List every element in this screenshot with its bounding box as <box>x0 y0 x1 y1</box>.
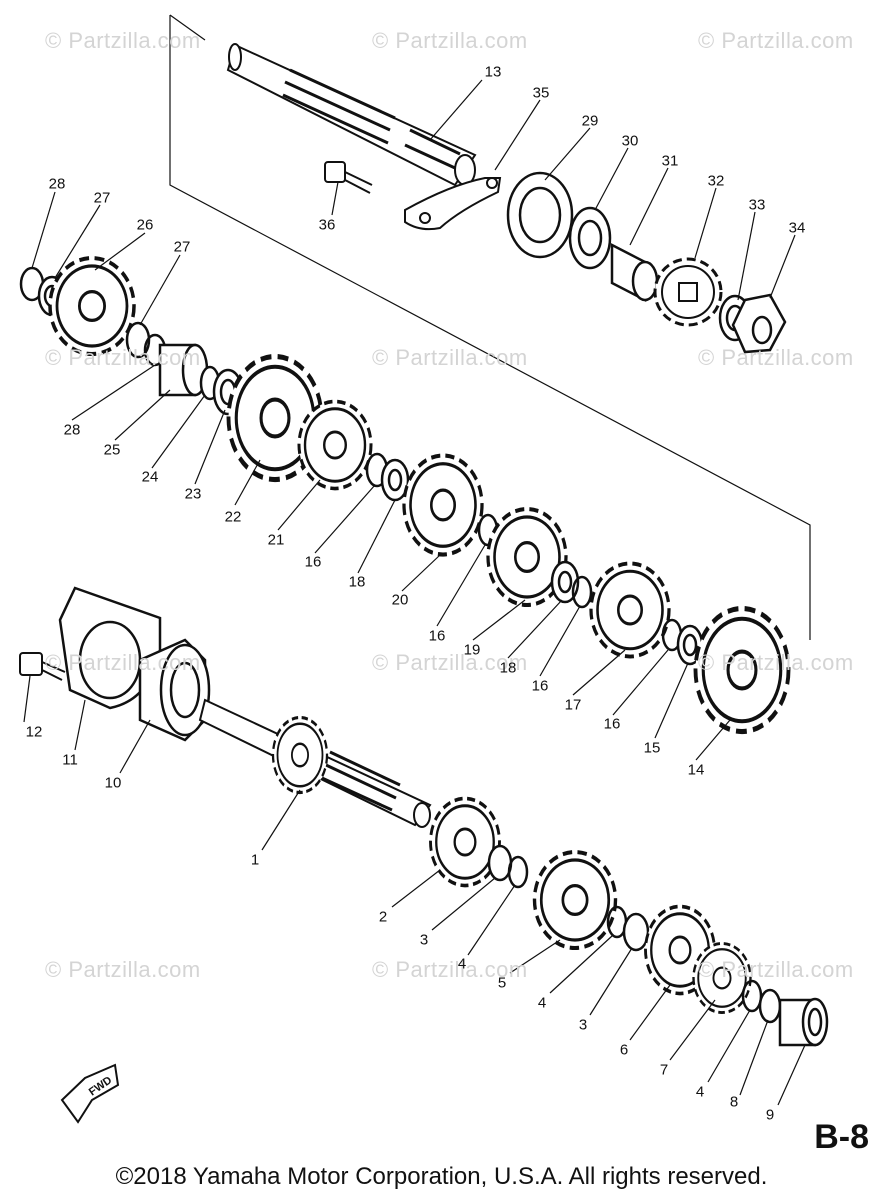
watermark: © Partzilla.com <box>698 28 854 53</box>
circlip-16-c <box>571 575 593 609</box>
watermark: © Partzilla.com <box>372 345 528 370</box>
callout-22: 22 <box>224 508 242 526</box>
gear-17 <box>589 561 671 659</box>
watermark: © Partzilla.com <box>372 650 528 675</box>
callout-12: 12 <box>25 723 43 741</box>
circlip-4-a <box>507 855 529 889</box>
forward-arrow-icon <box>60 1063 120 1124</box>
callout-31: 31 <box>661 152 679 170</box>
callout-16-b: 16 <box>428 627 446 645</box>
callout-9: 9 <box>765 1106 775 1124</box>
callout-30: 30 <box>621 132 639 150</box>
callout-28: 28 <box>63 421 81 439</box>
callout-11: 11 <box>62 751 78 769</box>
callout-4-b: 4 <box>537 994 547 1012</box>
needle-bearing-9 <box>778 997 829 1047</box>
watermark: © Partzilla.com <box>698 345 854 370</box>
callout-28-top: 28 <box>48 175 66 193</box>
callout-10: 10 <box>104 774 122 792</box>
callout-23: 23 <box>184 485 202 503</box>
watermark: © Partzilla.com <box>698 650 854 675</box>
callout-15: 15 <box>643 739 661 757</box>
callout-24: 24 <box>141 468 159 486</box>
watermark: © Partzilla.com <box>372 957 528 982</box>
watermark: © Partzilla.com <box>45 28 201 53</box>
callout-25: 25 <box>103 441 121 459</box>
bolt-36 <box>324 161 373 194</box>
callout-6: 6 <box>619 1041 629 1059</box>
washer-18-b <box>550 560 580 604</box>
callout-4-a: 4 <box>457 955 467 973</box>
watermark: © Partzilla.com <box>45 345 201 370</box>
gear-20 <box>404 456 482 555</box>
copyright-notice: ©2018 Yamaha Motor Corporation, U.S.A. A… <box>115 1163 768 1190</box>
callout-7: 7 <box>659 1061 669 1079</box>
callout-35: 35 <box>532 84 550 102</box>
callout-27: 27 <box>173 238 191 256</box>
callout-8: 8 <box>729 1093 739 1111</box>
callout-3-a: 3 <box>419 931 429 949</box>
leader-lines <box>23 79 806 1106</box>
gear-5 <box>535 852 616 948</box>
washer-3-b <box>622 912 650 952</box>
callout-26: 26 <box>136 216 154 234</box>
callout-17: 17 <box>564 696 582 714</box>
callout-33: 33 <box>748 196 766 214</box>
callout-13: 13 <box>484 63 502 81</box>
bolt-12 <box>19 652 66 681</box>
oil-seal-30 <box>568 206 612 270</box>
callout-1: 1 <box>250 851 260 869</box>
washer-3-a <box>487 844 513 882</box>
callout-14: 14 <box>687 761 705 779</box>
bearing-plate-11 <box>58 586 162 710</box>
gear-2 <box>428 796 502 888</box>
callout-4-c: 4 <box>695 1083 705 1101</box>
main-axle <box>226 43 477 187</box>
washer-8 <box>758 988 782 1024</box>
gear-1-integrated <box>271 715 329 795</box>
bracket-35 <box>404 177 502 231</box>
gear-21 <box>297 399 373 491</box>
page-reference: B-8 <box>814 1118 869 1156</box>
watermark: © Partzilla.com <box>45 957 201 982</box>
callout-29: 29 <box>581 112 599 130</box>
watermark: © Partzilla.com <box>372 28 528 53</box>
callout-21: 21 <box>267 531 285 549</box>
drive-sprocket-32 <box>653 257 723 327</box>
callout-27-top: 27 <box>93 189 111 207</box>
upper-group-frame <box>169 14 811 640</box>
callout-5: 5 <box>497 974 507 992</box>
callout-36: 36 <box>318 216 336 234</box>
callout-16-d: 16 <box>603 715 621 733</box>
gear-26 <box>50 258 134 354</box>
callout-16-a: 16 <box>304 553 322 571</box>
callout-18-a: 18 <box>348 573 366 591</box>
callout-32: 32 <box>707 172 725 190</box>
collar-31 <box>610 242 659 303</box>
callout-2: 2 <box>378 908 388 926</box>
callout-3-b: 3 <box>578 1016 588 1034</box>
callout-19: 19 <box>463 641 481 659</box>
callout-34: 34 <box>788 219 806 237</box>
callout-20: 20 <box>391 591 409 609</box>
bearing-29 <box>506 171 574 259</box>
watermark: © Partzilla.com <box>698 957 854 982</box>
nut-34 <box>731 293 787 354</box>
bearing-10 <box>138 638 211 742</box>
callout-18-b: 18 <box>499 659 517 677</box>
callout-16-c: 16 <box>531 677 549 695</box>
watermark: © Partzilla.com <box>45 650 201 675</box>
